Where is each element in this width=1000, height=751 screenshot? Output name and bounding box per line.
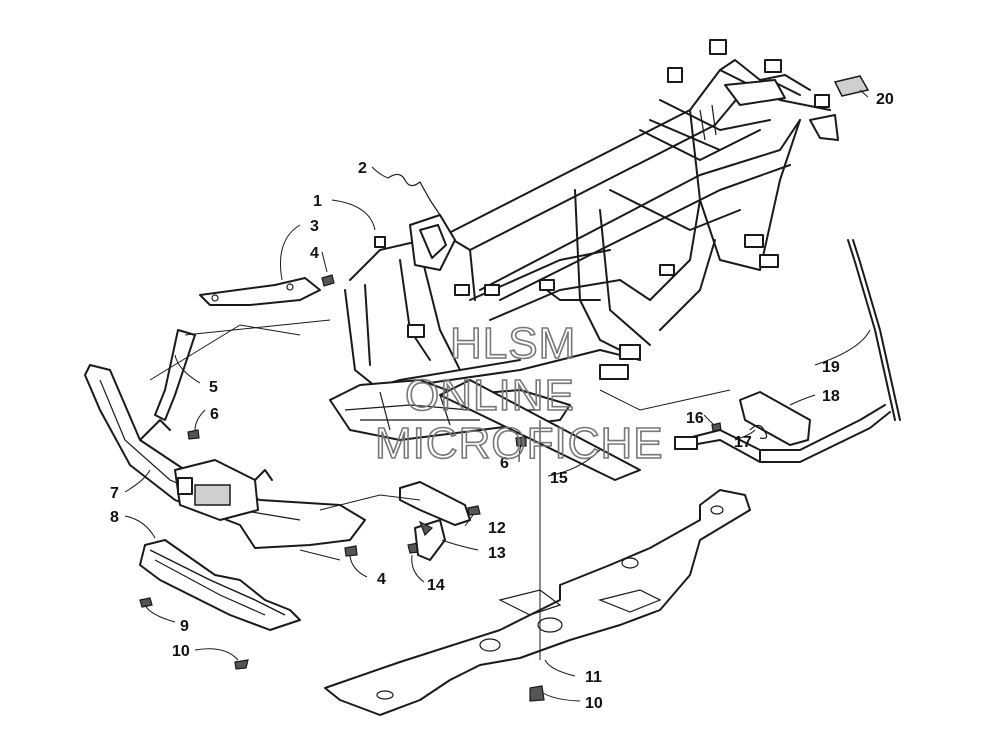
- callout-17: 17: [734, 434, 752, 451]
- bolt-part-4-lower: [344, 545, 358, 557]
- skid-plate-part-8: [139, 539, 301, 631]
- callout-4-upper: 4: [310, 245, 319, 262]
- fastener-part-9: [139, 597, 153, 608]
- wire-part-2: [387, 173, 441, 216]
- skid-plate-part-11: [324, 489, 751, 716]
- bolt-part-4-upper: [321, 274, 335, 287]
- strap-part-19: [847, 239, 901, 421]
- watermark-line-3: MICROFICHE: [375, 419, 664, 468]
- callout-12: 12: [488, 520, 506, 537]
- callout-13: 13: [488, 545, 506, 562]
- watermark-line-2: ONLINE: [405, 371, 575, 420]
- construction-lines: [149, 319, 731, 660]
- callout-4-lower: 4: [377, 571, 386, 588]
- bracket-part-5: [154, 329, 196, 421]
- bracket-part-3: [199, 277, 321, 306]
- callout-8: 8: [110, 509, 119, 526]
- watermark-line-1: HLSM: [450, 319, 576, 368]
- callout-14: 14: [427, 577, 445, 594]
- callout-10-left: 10: [172, 643, 190, 660]
- footrest-part-18: [674, 391, 891, 463]
- callout-labels: 1 2 3 4 5 6 6 7 8 9 10 10 11 12 13 4 14 …: [110, 91, 894, 712]
- fastener-part-17: [749, 424, 768, 439]
- leader-lines: [124, 89, 871, 702]
- callout-10-bottom: 10: [585, 695, 603, 712]
- callout-9: 9: [180, 618, 189, 635]
- callout-2: 2: [358, 160, 367, 177]
- callout-6-left: 6: [210, 406, 219, 423]
- callout-3: 3: [310, 218, 319, 235]
- callout-20: 20: [876, 91, 894, 108]
- callout-6-center: 6: [500, 455, 509, 472]
- callout-18: 18: [822, 388, 840, 405]
- front-bumper-part-7: [84, 364, 366, 549]
- watermark: HLSM ONLINE MICROFICHE: [374, 318, 664, 469]
- callout-16: 16: [686, 410, 704, 427]
- callout-7: 7: [110, 485, 119, 502]
- callout-19: 19: [822, 359, 840, 376]
- bolt-part-6-left: [187, 429, 200, 440]
- callout-1: 1: [313, 193, 322, 210]
- callout-15: 15: [550, 470, 568, 487]
- bolt-part-12: [467, 505, 481, 516]
- callout-5: 5: [209, 379, 218, 396]
- fastener-part-10-left: [234, 659, 249, 670]
- bracket-part-13: [399, 481, 471, 561]
- bolt-part-6-center: [515, 436, 527, 447]
- fastener-part-10-bottom: [529, 685, 545, 702]
- callout-11: 11: [585, 669, 602, 686]
- pad-part-20: [833, 75, 870, 97]
